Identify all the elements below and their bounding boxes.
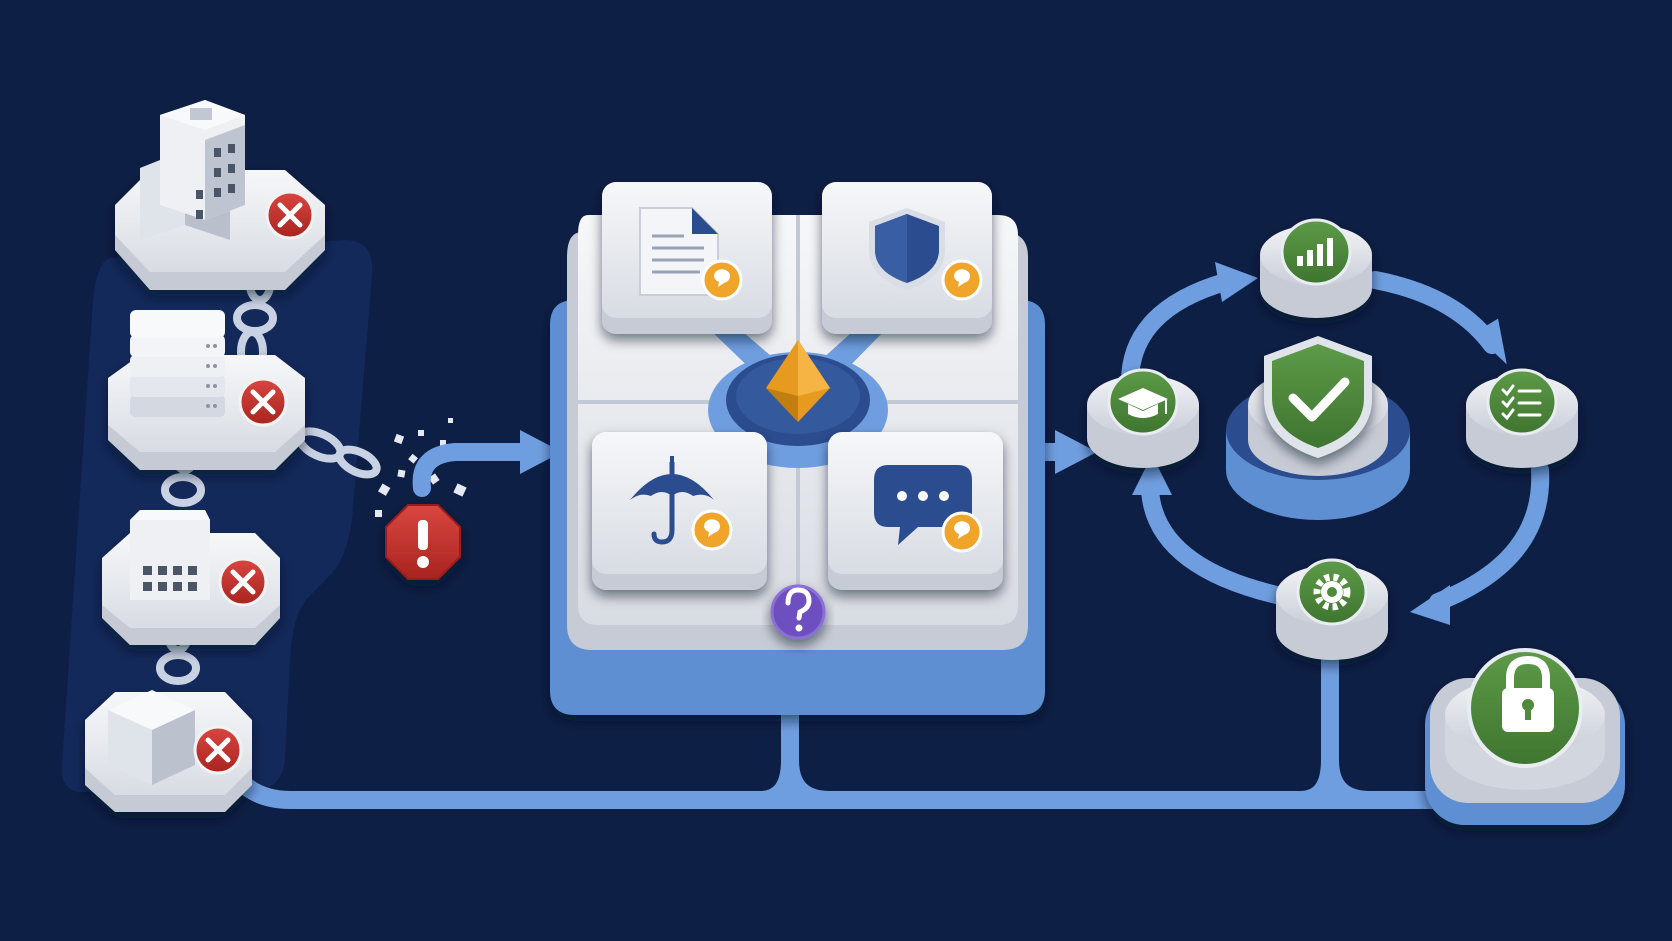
office-building-icon bbox=[140, 100, 245, 240]
cycle-node-checklist bbox=[1466, 368, 1578, 468]
x-mark-icon bbox=[238, 377, 288, 427]
padlock-icon bbox=[1502, 655, 1554, 732]
shield-icon bbox=[869, 208, 945, 290]
chain-debris bbox=[375, 418, 467, 517]
flow-arrow-in bbox=[412, 430, 562, 497]
checklist-icon bbox=[1501, 384, 1542, 421]
comment-badge-icon bbox=[691, 509, 733, 551]
hub-tile-umbrella bbox=[592, 432, 767, 590]
security-pedestal bbox=[1425, 648, 1625, 825]
gear-icon bbox=[1313, 573, 1351, 611]
x-mark-icon bbox=[265, 190, 315, 240]
document-icon bbox=[639, 207, 719, 296]
cycle-arrowheads bbox=[1132, 262, 1507, 625]
shield-check-icon bbox=[1264, 336, 1372, 458]
exclamation-octagon-icon bbox=[385, 504, 461, 580]
x-mark-icon bbox=[218, 557, 268, 607]
graduation-cap-icon bbox=[1118, 388, 1168, 418]
question-mark-icon bbox=[770, 584, 826, 640]
cube-box-icon bbox=[108, 690, 195, 785]
comment-badge-icon bbox=[701, 259, 743, 301]
bar-chart-icon bbox=[1297, 238, 1333, 266]
comment-badge-icon bbox=[941, 511, 983, 553]
small-building-icon bbox=[130, 510, 210, 600]
server-rack-icon bbox=[130, 310, 225, 417]
diamond-gem-icon bbox=[766, 340, 830, 422]
cycle-node-training bbox=[1087, 368, 1199, 468]
comment-badge-icon bbox=[941, 259, 983, 301]
umbrella-icon bbox=[630, 456, 714, 545]
cycle-node-metrics bbox=[1260, 218, 1372, 318]
x-mark-icon bbox=[193, 725, 243, 775]
cycle-node-settings bbox=[1276, 558, 1388, 660]
